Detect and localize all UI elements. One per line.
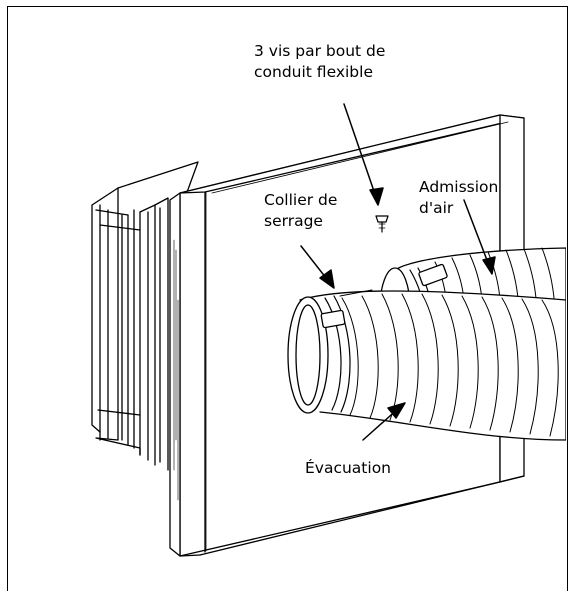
exhaust-hose: [287, 289, 566, 441]
screw-icon: [375, 215, 389, 233]
vent-frame-back-flanges: [91, 161, 199, 471]
screws-label-line1: 3 vis par bout de: [254, 42, 386, 60]
clamp-label-line2: serrage: [264, 212, 323, 230]
hose-clamp-icon: [418, 263, 448, 287]
intake-arrow: [463, 199, 491, 269]
diagram-frame: [7, 6, 568, 591]
screws-label-line2: conduit flexible: [254, 63, 373, 81]
intake-label-line2: d'air: [419, 199, 454, 217]
screw-arrow: [343, 103, 378, 201]
hose-clamp-icon: [320, 309, 346, 329]
exhaust-label: Évacuation: [305, 459, 391, 477]
clamp-label-line1: Collier de: [264, 191, 338, 209]
intake-label-line1: Admission: [419, 178, 499, 196]
leader-arrows: [300, 103, 496, 441]
